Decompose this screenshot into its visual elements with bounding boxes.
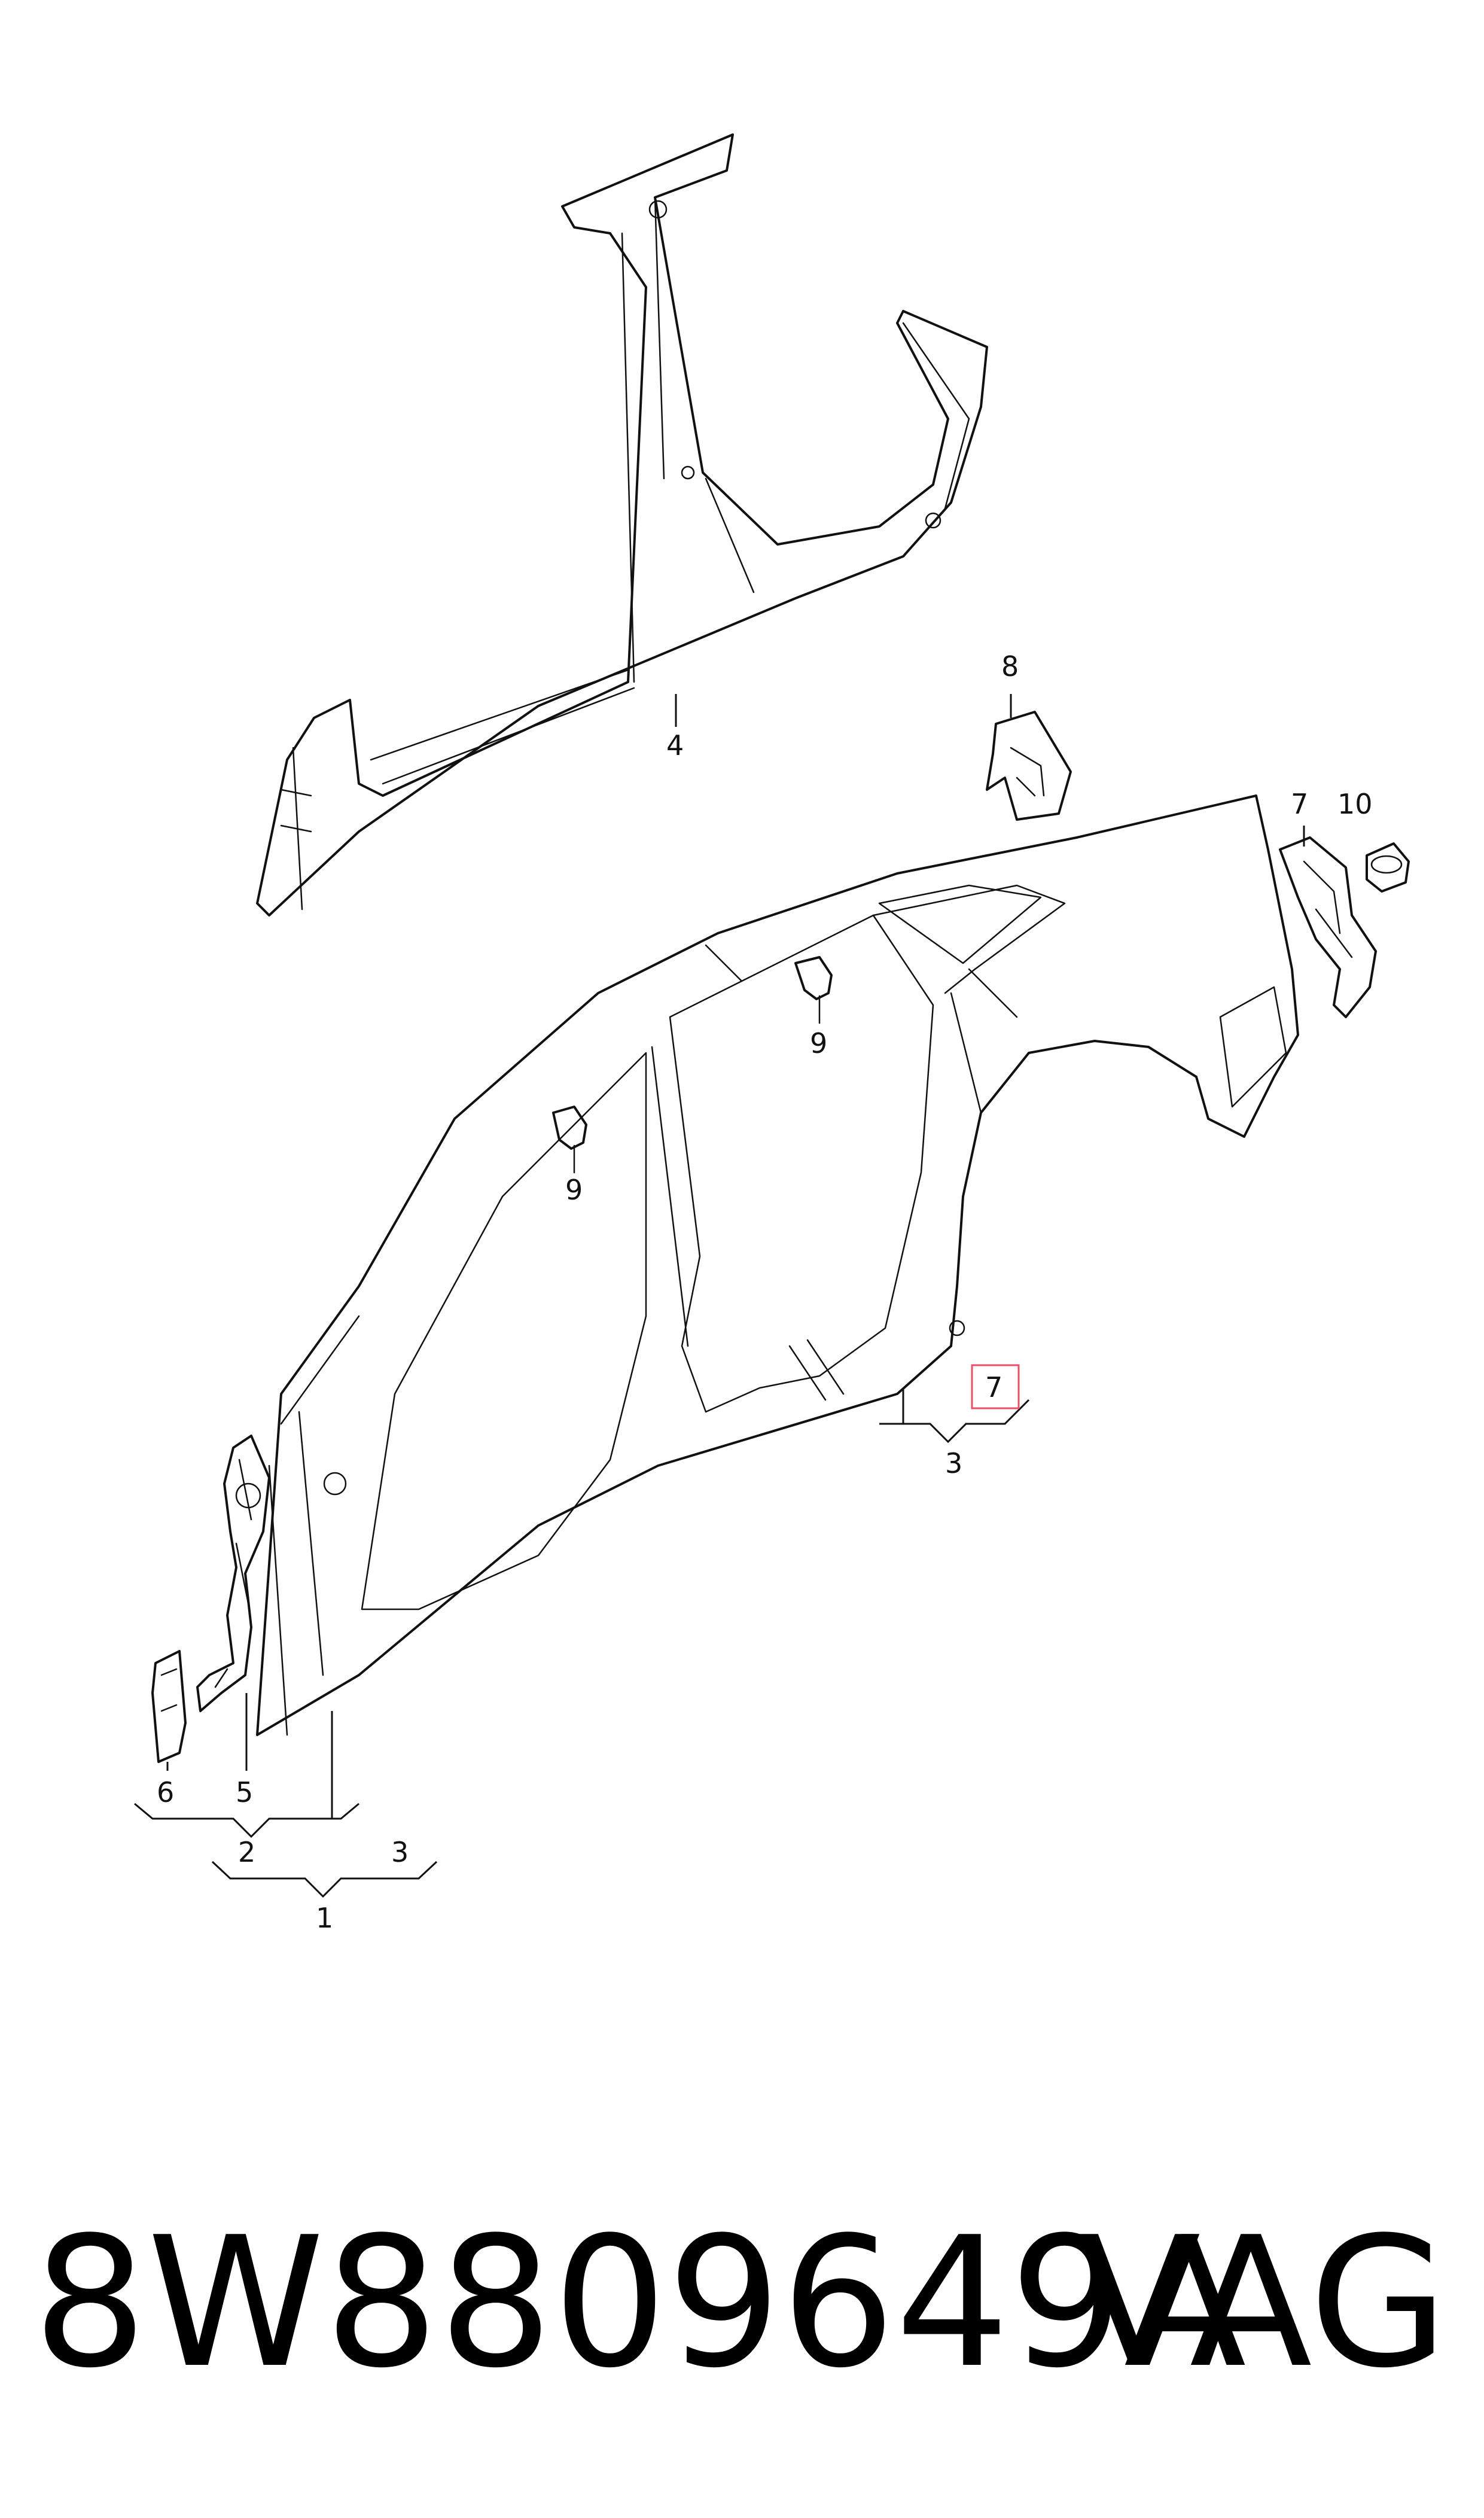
- callout-10: 10: [1337, 788, 1373, 820]
- part-number: 8W8809649A: [33, 2199, 1247, 2407]
- brand-label: VAG: [1078, 2199, 1448, 2407]
- callout-9-right: 9: [810, 1027, 827, 1059]
- callout-3-main: 3: [945, 1447, 962, 1479]
- callout-3-lower: 3: [391, 1836, 409, 1868]
- part-6-small-bracket: [151, 1650, 187, 1763]
- part-4-inner-side-panel: [256, 133, 988, 917]
- callout-9-left: 9: [565, 1174, 583, 1206]
- part-8-bracket: [986, 711, 1072, 821]
- part-3-outer-side-panel: [256, 794, 1299, 1736]
- callout-1: 1: [316, 1902, 333, 1934]
- part-10-nut: [1366, 842, 1410, 893]
- callout-4: 4: [666, 729, 684, 762]
- callout-7-highlight-box: [971, 1364, 1020, 1409]
- callout-7-top: 7: [1291, 788, 1308, 820]
- callout-6: 6: [157, 1776, 174, 1808]
- callout-5: 5: [236, 1776, 253, 1808]
- part-7-rear-bracket: [1279, 836, 1377, 1018]
- part-5-reinforcement: [196, 1435, 270, 1712]
- callout-8: 8: [1001, 650, 1019, 683]
- callout-7-highlight: 7: [985, 1371, 1002, 1403]
- grouping-brackets: [134, 1399, 1030, 1898]
- part-9-bolt-right: [794, 956, 833, 1024]
- callout-2: 2: [238, 1836, 255, 1868]
- part-9-bolt-left: [552, 1106, 587, 1174]
